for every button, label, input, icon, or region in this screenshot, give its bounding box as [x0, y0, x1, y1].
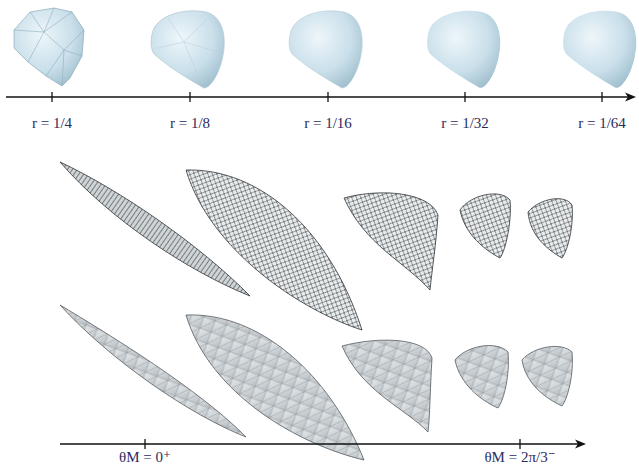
axis-label: r = 1/16: [304, 115, 352, 132]
axis-label: r = 1/4: [32, 115, 72, 132]
axis-label: r = 1/64: [578, 115, 626, 132]
axis-label: r = 1/32: [441, 115, 489, 132]
axis-label: r = 1/8: [170, 115, 210, 132]
axis-label: θM = 2π/3⁻: [484, 449, 555, 466]
axis-label: θM = 0⁺: [119, 449, 171, 466]
